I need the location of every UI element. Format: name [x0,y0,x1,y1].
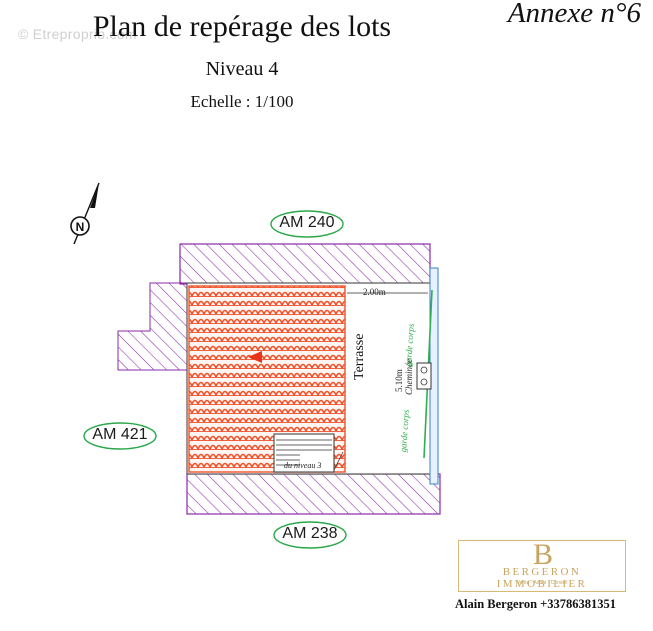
parcel-label-left: AM 421 [92,426,148,443]
north-arrow-icon: N [70,182,100,245]
watermark: © Etreproprio.com [18,26,137,42]
annex-label: Annexe n°6 [507,0,641,29]
neighbor-bottom-hatch [186,473,441,515]
chimney [416,362,432,390]
level-subtitle: Niveau 4 [205,58,279,80]
parcel-label-top: AM 240 [279,214,335,231]
agency-name: BERGERON IMMOBILIER [496,566,588,590]
page-title: Plan de repérage des lots [92,10,392,43]
parcel-am240-oval [270,210,344,238]
dimension-top-label: 2.00m [363,287,386,297]
stair-label: du niveau 3 [284,461,322,470]
terrace-label: Terrasse [352,333,367,380]
agency-logo-letter: B [532,538,553,571]
roof-slope-arrow-icon [248,351,262,363]
svg-text:N: N [76,220,85,234]
parcel-am421-oval [83,422,157,450]
parcel-am238-oval [273,521,347,549]
scale-label: Echelle : 1/100 [190,92,294,111]
parcel-label-bottom: AM 238 [282,525,338,542]
dimension-terrace-label: 5.10m [394,369,404,392]
agency-logo [458,540,626,592]
contact-info: Alain Bergeron +33786381351 [455,597,617,611]
neighbor-left-hatch [117,282,188,371]
neighbor-top-hatch [179,243,431,285]
agency-tagline: Vente · Achat · Conseil [516,580,568,586]
